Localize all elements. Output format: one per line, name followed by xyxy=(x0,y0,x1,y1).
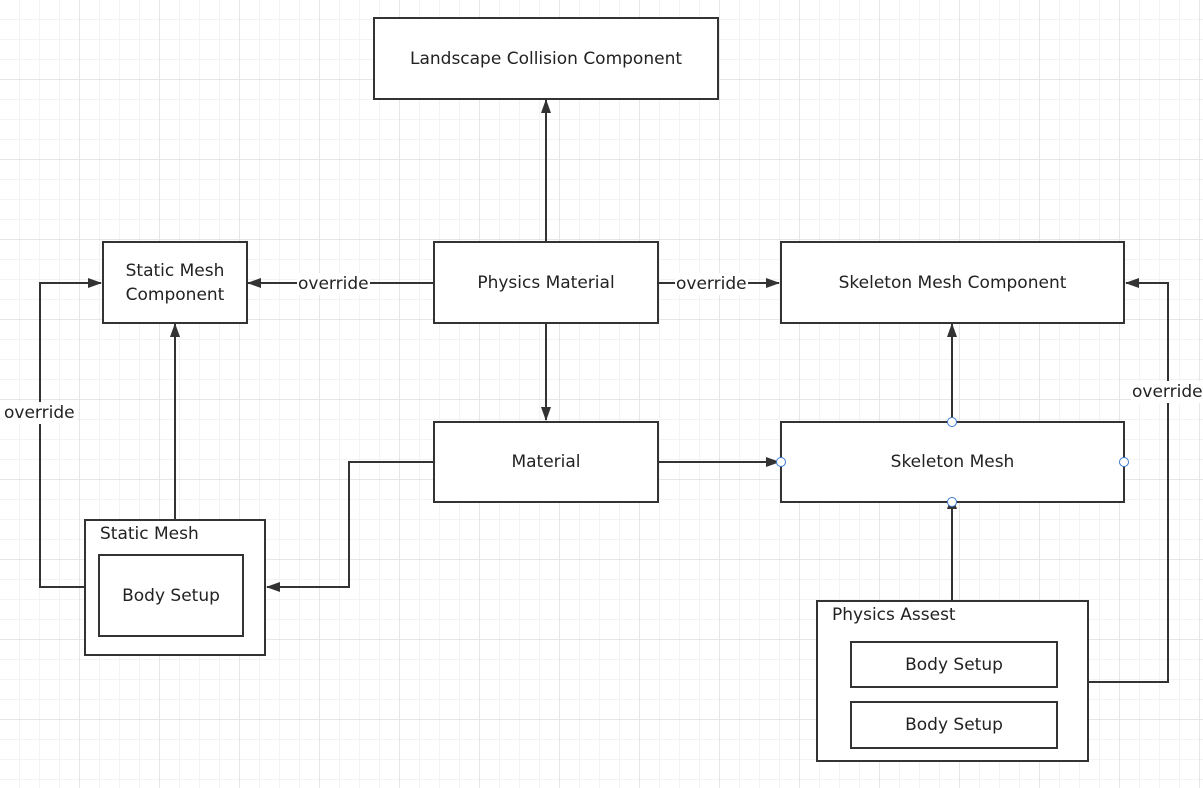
static-mesh-body-setup[interactable]: Body Setup xyxy=(98,554,244,637)
physics-asset-body-setup-1[interactable]: Body Setup xyxy=(850,641,1058,688)
port-skeleton-mesh-left[interactable] xyxy=(776,457,786,467)
landscape-collision-component-label: Landscape Collision Component xyxy=(409,48,683,69)
body-setup-label: Body Setup xyxy=(905,715,1003,735)
physics-asset-container[interactable]: Physics Assest Body Setup Body Setup xyxy=(816,600,1089,762)
static-mesh-container[interactable]: Static Mesh Body Setup xyxy=(84,519,266,656)
landscape-collision-component-node[interactable]: Landscape Collision Component xyxy=(373,17,719,100)
port-skeleton-mesh-top[interactable] xyxy=(947,417,957,427)
edge-material-to-static-mesh[interactable] xyxy=(266,461,433,592)
static-mesh-title: Static Mesh xyxy=(100,524,199,544)
physics-material-label: Physics Material xyxy=(477,272,615,293)
static-mesh-component-node[interactable]: Static Mesh Component xyxy=(102,241,248,324)
physics-material-node[interactable]: Physics Material xyxy=(433,241,659,324)
edge-label-override-skeleton-mesh-component: override xyxy=(675,273,748,295)
material-node[interactable]: Material xyxy=(433,421,659,503)
skeleton-mesh-node[interactable]: Skeleton Mesh xyxy=(780,421,1125,503)
skeleton-mesh-component-label: Skeleton Mesh Component xyxy=(838,272,1067,293)
skeleton-mesh-label: Skeleton Mesh xyxy=(890,452,1015,472)
physics-asset-body-setup-2[interactable]: Body Setup xyxy=(850,701,1058,749)
edge-label-override-static-mesh-component: override xyxy=(297,273,370,295)
edge-label-override-static-mesh: override xyxy=(3,402,76,424)
skeleton-mesh-component-node[interactable]: Skeleton Mesh Component xyxy=(780,241,1125,324)
edge-static-mesh-override-to-static-mesh-component[interactable] xyxy=(39,278,102,588)
material-label: Material xyxy=(511,452,581,472)
body-setup-label: Body Setup xyxy=(122,585,220,606)
port-skeleton-mesh-right[interactable] xyxy=(1119,457,1129,467)
edge-physics-asset-override-to-skeleton-mesh-component[interactable] xyxy=(1089,278,1169,683)
edge-label-override-physics-asset: override xyxy=(1131,381,1203,403)
body-setup-label: Body Setup xyxy=(905,654,1003,675)
static-mesh-component-label: Static Mesh Component xyxy=(125,260,225,305)
physics-asset-title: Physics Assest xyxy=(832,605,956,625)
port-skeleton-mesh-bottom[interactable] xyxy=(947,497,957,507)
